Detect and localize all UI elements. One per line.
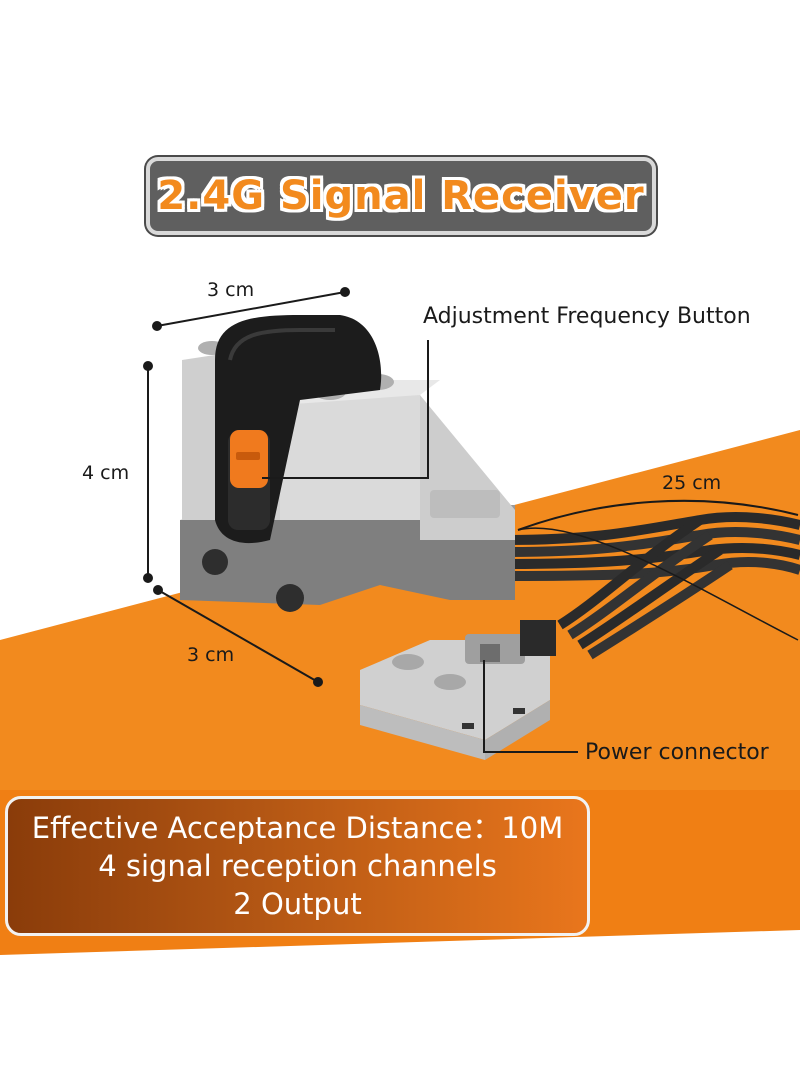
spec-output: 2 Output bbox=[233, 887, 362, 921]
title-banner: 2.4G Signal Receiver bbox=[146, 157, 656, 235]
white-bottom bbox=[0, 930, 800, 1091]
page-title: 2.4G Signal Receiver bbox=[157, 173, 645, 219]
orange-backdrop bbox=[0, 430, 800, 800]
spec-box: Effective Acceptance Distance：10M 4 sign… bbox=[5, 796, 590, 936]
spec-distance: Effective Acceptance Distance：10M bbox=[31, 811, 564, 845]
bottom-depth-label: 3 cm bbox=[187, 644, 235, 666]
connector-callout: Power connector bbox=[585, 740, 769, 765]
height-label: 4 cm bbox=[82, 462, 130, 484]
button-callout: Adjustment Frequency Button bbox=[423, 304, 751, 329]
cable-length-label: 25 cm bbox=[662, 472, 722, 494]
dimension-lines bbox=[143, 287, 799, 753]
top-width-label: 3 cm bbox=[207, 279, 255, 301]
spec-channels: 4 signal reception channels bbox=[98, 849, 497, 883]
power-connector-brick bbox=[360, 620, 556, 760]
cable bbox=[504, 512, 800, 660]
receiver-brick bbox=[180, 315, 515, 612]
